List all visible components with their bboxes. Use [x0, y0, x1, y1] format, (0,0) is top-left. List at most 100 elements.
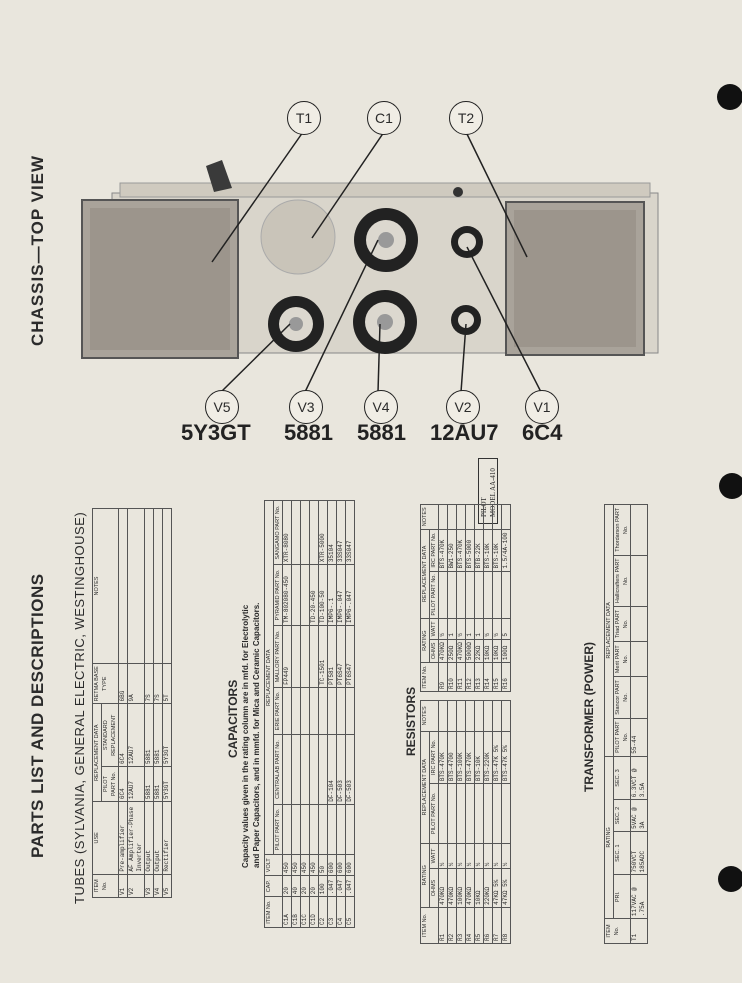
tr-group-header: REPLACEMENT DATA	[604, 504, 614, 757]
tr-col-sec1: SEC. 1	[613, 831, 631, 875]
tube-type-v1: 6C4	[522, 420, 563, 445]
capacitors-table: ITEM No. CAP. VOLT REPLACEMENT DATA PILO…	[264, 500, 355, 928]
tubes-group-header: REPLACEMENT DATA	[92, 703, 102, 802]
callout-v4: V4	[364, 390, 398, 424]
res-col-irc: IRC PART No.	[429, 731, 439, 784]
res2-rating-header: RATING	[420, 618, 430, 663]
cap-col-cap: CAP.	[264, 875, 283, 897]
tr-col-merit: Merit PART No.	[613, 641, 631, 677]
tr-col-pilot: PILOT PART No.	[613, 718, 631, 757]
punch-hole-middle	[719, 473, 742, 499]
callout-v2: V2	[446, 390, 480, 424]
punch-hole-bottom	[718, 866, 742, 892]
tube-type-v3: 5881	[284, 420, 333, 445]
tube-type-v4: 5881	[357, 420, 406, 445]
tubes-col-retma: RETMA BASE TYPE	[92, 663, 119, 704]
res2-col-ohms: OHMS	[429, 639, 439, 663]
tube-type-v2: 12AU7	[430, 420, 499, 445]
cap-col-erie: ERIE PART No.	[273, 687, 283, 735]
resistors-right-wrap: ITEM No. RATING REPLACEMENT DATA NOTES O…	[420, 504, 511, 692]
cap-col-centralab: CENTRALAB PART No.	[273, 734, 283, 805]
res2-col-item: ITEM No.	[420, 662, 439, 692]
res2-col-notes: NOTES	[420, 504, 439, 530]
transformer-table: ITEM No. RATING REPLACEMENT DATA PRI. SE…	[604, 504, 648, 944]
callout-c1: C1	[367, 101, 401, 135]
table-row: T1 117VAC @ .75A 750VCT 185ADC 5VAC @ 3A…	[630, 504, 648, 944]
resistors-left-wrap: ITEM No. RATING REPLACEMENT DATA NOTES O…	[420, 700, 511, 944]
capacitors-note: Capacity values given in the rating colu…	[240, 603, 262, 868]
res-col-watt: WATT	[429, 843, 439, 869]
tr-rating-header: RATING	[604, 756, 614, 919]
cap-col-pilot: PILOT PART No.	[273, 804, 283, 855]
tubes-col-standard: STANDARD REPLACEMENT	[101, 703, 119, 767]
res-col-item: ITEM No.	[420, 907, 439, 944]
model-box: PILOT MODEL AA-410	[478, 458, 498, 524]
resistors-table-right: ITEM No. RATING REPLACEMENT DATA NOTES O…	[420, 504, 511, 692]
callout-v1: V1	[525, 390, 559, 424]
tubes-title: TUBES (SYLVANIA, GENERAL ELECTRIC, WESTI…	[72, 511, 87, 904]
capacitors-table-wrap: ITEM No. CAP. VOLT REPLACEMENT DATA PILO…	[264, 500, 355, 928]
tubes-col-use: USE	[92, 801, 119, 875]
callout-t2: T2	[449, 101, 483, 135]
capacitors-note-line2: and Paper Capacitors, and in mmfd. for M…	[252, 602, 261, 868]
tr-col-stancor: Stancor PART No.	[613, 676, 631, 719]
cap-col-item: ITEM No.	[264, 896, 283, 928]
cap-col-volt: VOLT	[264, 854, 283, 876]
tr-col-pri: PRI.	[613, 874, 631, 919]
transformer-title: TRANSFORMER (POWER)	[582, 642, 596, 792]
capacitors-title: CAPACITORS	[226, 679, 240, 758]
callout-t1: T1	[287, 101, 321, 135]
tubes-col-notes: NOTES	[92, 508, 119, 664]
res-rating-header: RATING	[420, 843, 430, 908]
tubes-col-item: ITEM No.	[92, 874, 119, 898]
cap-col-mallory: MALLORY PART No.	[273, 625, 283, 688]
callout-v5: V5	[205, 390, 239, 424]
tube-type-v5: 5Y3GT	[181, 420, 251, 445]
cap-group-header: REPLACEMENT DATA	[264, 500, 274, 855]
res2-group-header: REPLACEMENT DATA	[420, 529, 430, 619]
punch-hole-top	[717, 84, 742, 110]
res-col-pilot: PILOT PART No.	[429, 783, 439, 844]
tubes-table-wrap: ITEM No. USE REPLACEMENT DATA RETMA BASE…	[92, 508, 172, 898]
tubes-col-pilot: PILOT PART No.	[101, 766, 119, 802]
callout-v3: V3	[289, 390, 323, 424]
tr-col-triad: Triad PART No.	[613, 606, 631, 642]
tr-col-item: ITEM No.	[604, 918, 631, 944]
res2-col-watt: WATT	[429, 618, 439, 640]
tr-col-hallicrafters: Hallicrafters PART No.	[613, 555, 631, 607]
parts-title: PARTS LIST AND DESCRIPTIONS	[28, 573, 47, 858]
res-col-notes: NOTES	[420, 700, 439, 732]
tr-col-sec3: SEC. 3	[613, 756, 631, 800]
res2-col-pilot: PILOT PART No.	[429, 571, 439, 619]
res-group-header: REPLACEMENT DATA	[420, 731, 430, 844]
resistors-table-left: ITEM No. RATING REPLACEMENT DATA NOTES O…	[420, 700, 511, 944]
cap-col-pyramid: PYRAMID PART No.	[273, 564, 283, 626]
cap-col-sangamo: SANGAMO PART No.	[273, 500, 283, 565]
res-col-ohms: OHMS	[429, 868, 439, 908]
